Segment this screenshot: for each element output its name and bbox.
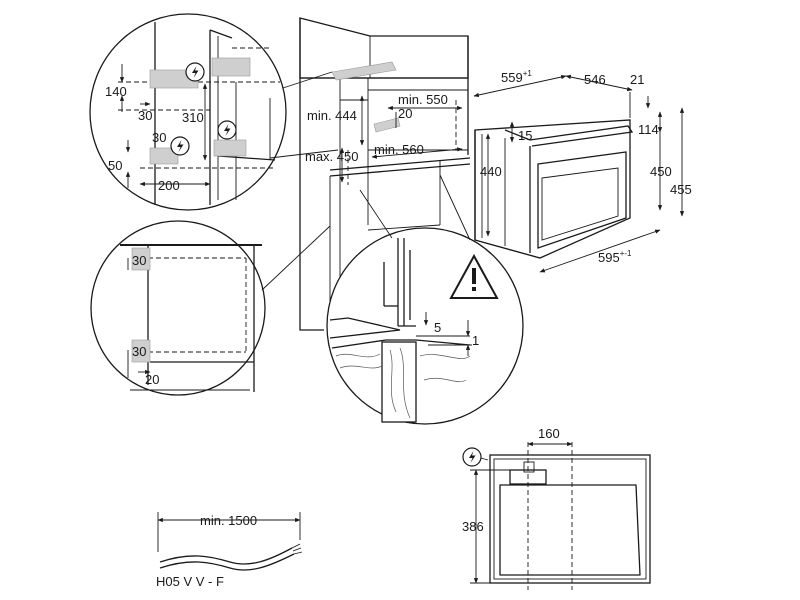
dim-455: 455 bbox=[670, 182, 692, 197]
dim-546: 546 bbox=[584, 72, 606, 87]
dim-114: 114 bbox=[638, 122, 659, 137]
cabinet-dimensions: min. 550 20 min. 560 min. 444 max. 450 bbox=[305, 92, 463, 183]
cabinet-drawing bbox=[299, 17, 471, 331]
rear-view: 160 386 bbox=[462, 426, 651, 590]
dim-side-20: 20 bbox=[145, 372, 159, 387]
side-detail: 30 30 20 bbox=[90, 220, 331, 396]
fixing-detail: 5 1 bbox=[326, 174, 524, 425]
dim-min-444: min. 444 bbox=[307, 108, 357, 123]
dim-559: 559+1 bbox=[501, 69, 532, 85]
dim-15: 15 bbox=[518, 128, 532, 143]
dim-min-550: min. 550 bbox=[398, 92, 448, 107]
dim-side-30-bottom: 30 bbox=[132, 344, 146, 359]
oven-drawing: 559+1 546 21 15 440 114 450 455 595+-1 bbox=[473, 69, 692, 273]
cable-length: min. 1500 bbox=[200, 513, 257, 528]
dim-20: 20 bbox=[398, 106, 412, 121]
dim-450: 450 bbox=[650, 164, 672, 179]
dim-310: 310 bbox=[182, 110, 204, 125]
vent-detail: 140 30 310 30 50 200 bbox=[89, 13, 339, 211]
warning-triangle-icon bbox=[449, 253, 499, 299]
dim-min-560: min. 560 bbox=[374, 142, 424, 157]
cable-type: H05 V V - F bbox=[156, 574, 224, 589]
dim-595: 595+-1 bbox=[598, 249, 632, 265]
dim-200: 200 bbox=[158, 178, 180, 193]
dim-30-mid: 30 bbox=[152, 130, 166, 145]
dim-386: 386 bbox=[462, 519, 484, 534]
dim-140: 140 bbox=[105, 84, 127, 99]
dim-30-top: 30 bbox=[138, 108, 152, 123]
dim-side-30-top: 30 bbox=[132, 253, 146, 268]
dim-50: 50 bbox=[108, 158, 122, 173]
dim-440: 440 bbox=[480, 164, 502, 179]
dim-21: 21 bbox=[630, 72, 644, 87]
dim-5: 5 bbox=[434, 320, 441, 335]
dim-160: 160 bbox=[538, 426, 560, 441]
dim-max-450: max. 450 bbox=[305, 149, 358, 164]
dim-1: 1 bbox=[472, 333, 479, 348]
cable-drawing: min. 1500 H05 V V - F bbox=[156, 512, 303, 589]
